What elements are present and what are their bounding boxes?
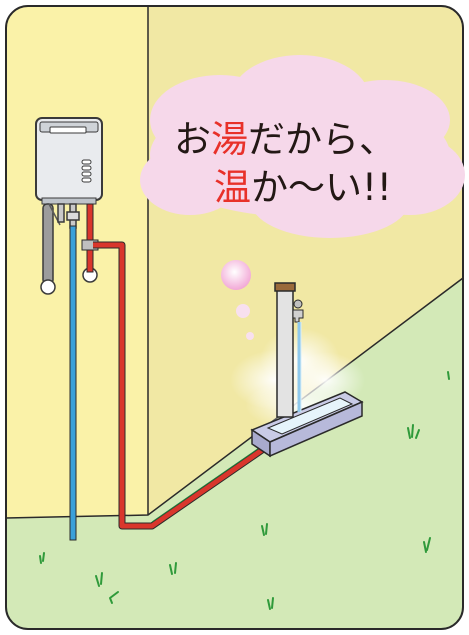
garden-faucet-icon — [250, 282, 364, 458]
grass-tufts — [39, 371, 450, 610]
small-bubble-small — [246, 332, 254, 340]
wall-cap-left — [40, 279, 56, 295]
heater-pipes — [42, 203, 80, 285]
cold-water-pipe — [69, 225, 77, 541]
bubble-text-line2: 温か〜い!! — [214, 166, 392, 209]
left-wall — [6, 6, 148, 518]
hot-water-pipe — [81, 203, 267, 530]
bubble-text-line1: お湯だから、 — [174, 118, 396, 161]
speech-cloud — [140, 55, 465, 238]
small-bubble-medium — [236, 304, 250, 318]
water-heater-icon — [35, 117, 103, 205]
small-bubble-large — [221, 260, 251, 290]
